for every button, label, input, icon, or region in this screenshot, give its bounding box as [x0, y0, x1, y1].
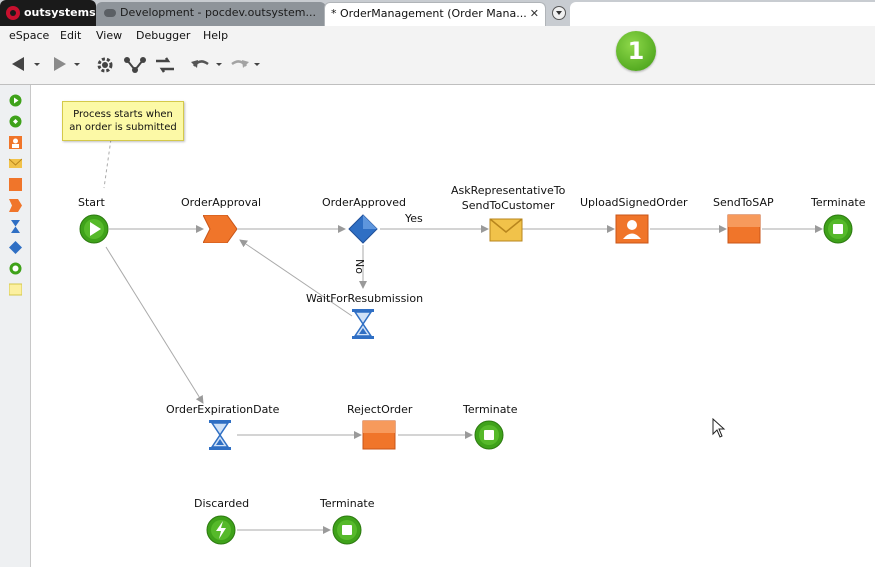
terminate-end-icon[interactable] — [332, 515, 362, 545]
node-label-uploadsignedorder: UploadSignedOrder — [580, 196, 688, 209]
palette-end-icon[interactable] — [9, 262, 22, 275]
menu-edit[interactable]: Edit — [60, 29, 82, 42]
decision-diamond-icon[interactable] — [347, 213, 379, 245]
tab-list-dropdown-icon[interactable] — [552, 6, 566, 20]
start-event-icon[interactable] — [79, 214, 109, 244]
palette-human-activity-icon[interactable] — [9, 136, 22, 149]
node-label-terminate-2: Terminate — [463, 403, 518, 416]
edge-wait-to-orderapproval[interactable] — [239, 239, 353, 317]
node-label-waitforresubmission: WaitForResubmission — [306, 292, 424, 305]
redo-icon[interactable] — [228, 56, 264, 72]
node-label-askrepresentative-line1: AskRepresentativeTo — [451, 184, 566, 197]
edge-start-to-expiration[interactable] — [105, 246, 204, 404]
tab-development-label: Development - pocdev.outsystem... — [120, 6, 316, 19]
node-label-orderapproval: OrderApproval — [181, 196, 262, 209]
flow-diagram-icon[interactable] — [124, 56, 146, 74]
node-label-terminate-1: Terminate — [811, 196, 866, 209]
menu-view[interactable]: View — [96, 29, 123, 42]
node-label-askrepresentative-line2: SendToCustomer — [461, 199, 555, 212]
toolbar — [0, 46, 875, 85]
node-label-rejectorder: RejectOrder — [347, 403, 413, 416]
tab-bar-empty-area — [570, 2, 875, 26]
tab-order-management[interactable]: * OrderManagement (Order Mana... ✕ — [324, 2, 546, 26]
palette-conditional-start-icon[interactable] — [9, 115, 22, 128]
edge-label-no: No — [353, 259, 366, 274]
node-label-discarded: Discarded — [194, 497, 250, 510]
palette-execute-process-icon[interactable] — [9, 199, 22, 212]
mouse-cursor-icon — [712, 418, 726, 438]
tab-development[interactable]: Development - pocdev.outsystem... — [96, 2, 326, 26]
menu-debugger[interactable]: Debugger — [136, 29, 191, 42]
wait-hourglass-icon[interactable] — [208, 419, 232, 451]
send-email-icon[interactable] — [489, 218, 523, 242]
discarded-event-icon[interactable] — [206, 515, 236, 545]
terminate-end-icon[interactable] — [823, 214, 853, 244]
process-flow-canvas[interactable] — [31, 85, 875, 567]
note-line-2: an order is submitted — [69, 122, 177, 133]
automatic-activity-icon[interactable] — [727, 214, 761, 244]
note-line-1: Process starts when — [73, 109, 173, 120]
tab-outsystems-label: outsystems — [24, 6, 96, 19]
process-comment-note[interactable]: Process starts when an order is submitte… — [62, 101, 184, 141]
palette-automatic-activity-icon[interactable] — [9, 178, 22, 191]
terminate-end-icon[interactable] — [474, 420, 504, 450]
menu-bar: eSpace Edit View Debugger Help — [0, 26, 875, 46]
execute-process-icon[interactable] — [203, 215, 237, 243]
gear-icon[interactable] — [96, 56, 114, 74]
tab-bar: outsystems Development - pocdev.outsyste… — [0, 0, 875, 26]
undo-icon[interactable] — [190, 56, 226, 72]
node-label-sendtosap: SendToSAP — [713, 196, 774, 209]
palette-decision-icon[interactable] — [9, 241, 22, 254]
outsystems-logo-icon — [6, 6, 20, 20]
tab-outsystems[interactable]: outsystems — [0, 0, 96, 26]
human-activity-icon[interactable] — [615, 214, 649, 244]
menu-espace[interactable]: eSpace — [9, 29, 50, 42]
palette-send-email-icon[interactable] — [9, 157, 22, 170]
step-number-badge: 1 — [616, 31, 656, 71]
node-label-orderexpirationdate: OrderExpirationDate — [166, 403, 280, 416]
edge-label-yes: Yes — [405, 212, 423, 225]
node-label-orderapproved: OrderApproved — [322, 196, 407, 209]
close-tab-icon[interactable]: ✕ — [529, 7, 539, 20]
node-label-askrepresentative: AskRepresentativeTo SendToCustomer — [451, 183, 565, 213]
node-label-start: Start — [78, 196, 105, 209]
forward-arrow-icon[interactable] — [50, 56, 86, 72]
tab-order-management-label: * OrderManagement (Order Mana... — [331, 7, 527, 20]
process-tools-palette — [0, 85, 31, 567]
menu-help[interactable]: Help — [203, 29, 229, 42]
palette-comment-icon[interactable] — [9, 283, 22, 296]
automatic-activity-icon[interactable] — [362, 420, 396, 450]
back-arrow-icon[interactable] — [10, 56, 46, 72]
palette-wait-icon[interactable] — [9, 220, 22, 233]
palette-start-icon[interactable] — [9, 94, 22, 107]
wait-hourglass-icon[interactable] — [351, 308, 375, 340]
cloud-icon — [104, 9, 116, 17]
compare-merge-icon[interactable] — [154, 56, 176, 74]
node-label-terminate-3: Terminate — [320, 497, 375, 510]
